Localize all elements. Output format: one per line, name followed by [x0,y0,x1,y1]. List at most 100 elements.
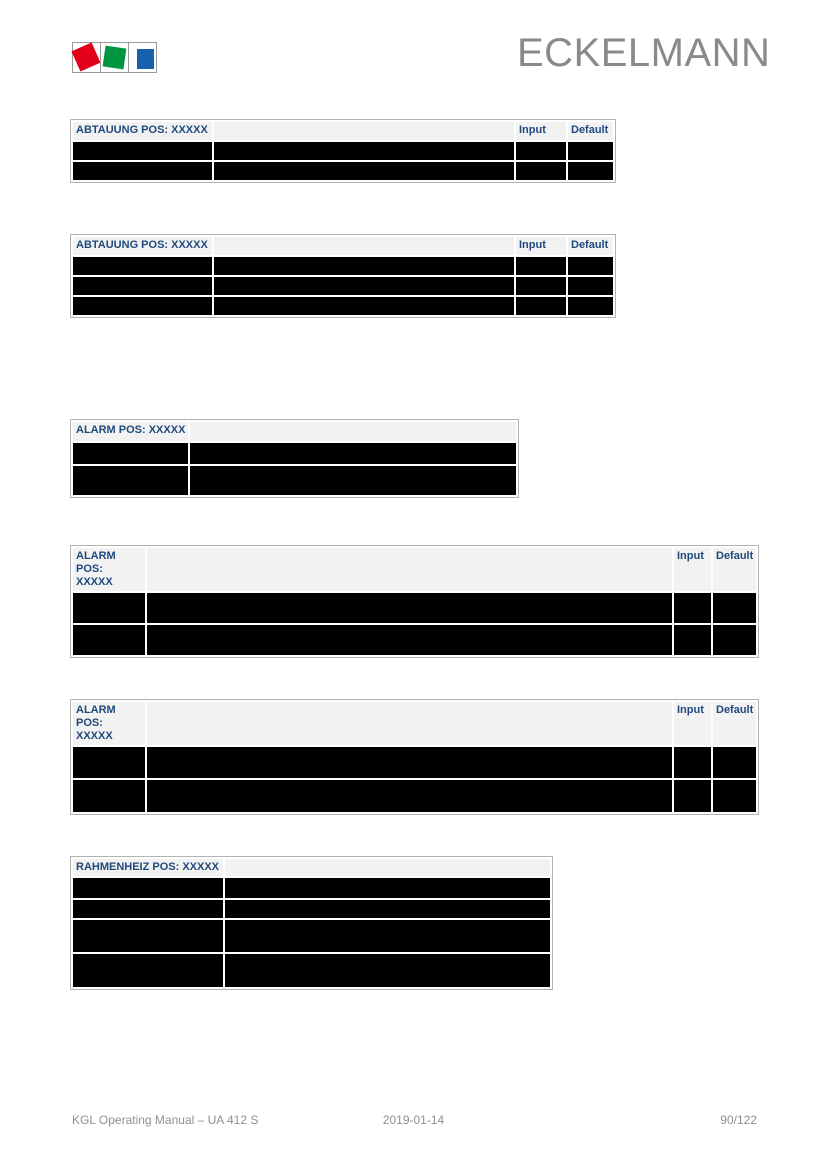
table-title: ALARM POS: XXXXX [73,548,145,591]
table-cell [674,625,711,655]
table-row [73,625,757,655]
table-cell [73,162,212,180]
col-header-input: Input [674,548,711,591]
col-header-input: Input [516,122,566,140]
table-cell [568,142,613,160]
header-spacer-cell [190,422,517,441]
table-alarm-1: ALARM POS: XXXXX [70,419,520,498]
table-cell [516,277,566,295]
table-header-row: ALARM POS: XXXXX [73,422,517,441]
table-cell [713,780,757,812]
table-row [73,277,613,295]
table-cell [73,954,223,987]
table-cell [214,162,514,180]
table-title: ABTAUUNG POS: XXXXX [73,122,212,140]
table-row [73,878,550,898]
table-row [73,443,517,464]
table-cell [568,257,613,275]
table-cell [225,954,550,987]
table-cell [147,747,672,778]
table-row [73,257,613,275]
logo-box-2 [100,42,129,73]
table-row [73,142,613,160]
table-row [73,593,757,623]
brand-wordmark: ECKELMANN [517,31,771,75]
logo-green-square-icon [102,45,127,70]
col-header-input: Input [674,702,711,745]
table-header-row: RAHMENHEIZ POS: XXXXX [73,859,550,876]
table-cell [225,920,550,952]
table-cell [73,277,212,295]
table-row [73,920,550,952]
header-spacer-cell [147,548,672,591]
table-title: ALARM POS: XXXXX [73,702,145,745]
eckelmann-logo-icon [71,42,157,73]
header-spacer-cell [147,702,672,745]
table-cell [214,297,514,315]
table-cell [516,142,566,160]
table-cell [214,142,514,160]
table-cell [147,593,672,623]
table-row [73,954,550,987]
table-cell [568,162,613,180]
col-header-default: Default [568,122,613,140]
table-cell [214,257,514,275]
table-row [73,466,517,495]
col-header-default: Default [713,548,757,591]
table-cell [568,277,613,295]
table-cell [713,747,757,778]
table-cell [73,878,223,898]
table-cell [225,878,550,898]
footer-page-number: 90/122 [720,1113,757,1127]
table-cell [73,443,189,464]
footer-document-title: KGL Operating Manual – UA 412 S [72,1113,259,1127]
table-row [73,900,550,918]
table-abtauung-1: ABTAUUNG POS: XXXXX Input Default [70,119,616,183]
header-spacer-cell [225,859,550,876]
table-cell [73,900,223,918]
col-header-default: Default [568,237,613,255]
table-header-row: ABTAUUNG POS: XXXXX Input Default [73,237,613,255]
table-cell [190,443,517,464]
table-rahmenheiz: RAHMENHEIZ POS: XXXXX [70,856,553,990]
table-cell [674,747,711,778]
logo-box-3 [128,42,157,73]
table-cell [674,593,711,623]
table-title: RAHMENHEIZ POS: XXXXX [73,859,223,876]
table-cell [516,162,566,180]
table-cell [225,900,550,918]
table-cell [73,920,223,952]
table-cell [214,277,514,295]
table-cell [568,297,613,315]
table-cell [713,625,757,655]
table-cell [713,593,757,623]
col-header-default: Default [713,702,757,745]
table-header-row: ALARM POS: XXXXX Input Default [73,702,757,745]
table-header-row: ABTAUUNG POS: XXXXX Input Default [73,122,613,140]
table-cell [73,257,212,275]
table-cell [73,466,189,495]
table-header-row: ALARM POS: XXXXX Input Default [73,548,757,591]
table-cell [73,747,145,778]
logo-blue-square-icon [137,49,154,69]
table-alarm-2: ALARM POS: XXXXX Input Default [70,545,760,658]
table-row [73,297,613,315]
col-header-input: Input [516,237,566,255]
table-cell [73,780,145,812]
table-cell [73,142,212,160]
header-spacer-cell [214,122,514,140]
table-cell [516,257,566,275]
table-cell [516,297,566,315]
table-cell [190,466,517,495]
table-cell [674,780,711,812]
table-title: ALARM POS: XXXXX [73,422,189,441]
table-row [73,747,757,778]
table-title: ABTAUUNG POS: XXXXX [73,237,212,255]
table-cell [147,780,672,812]
table-cell [73,625,145,655]
table-cell [73,297,212,315]
logo-box-1 [71,42,101,73]
table-abtauung-2: ABTAUUNG POS: XXXXX Input Default [70,234,616,318]
table-cell [147,625,672,655]
header-spacer-cell [214,237,514,255]
